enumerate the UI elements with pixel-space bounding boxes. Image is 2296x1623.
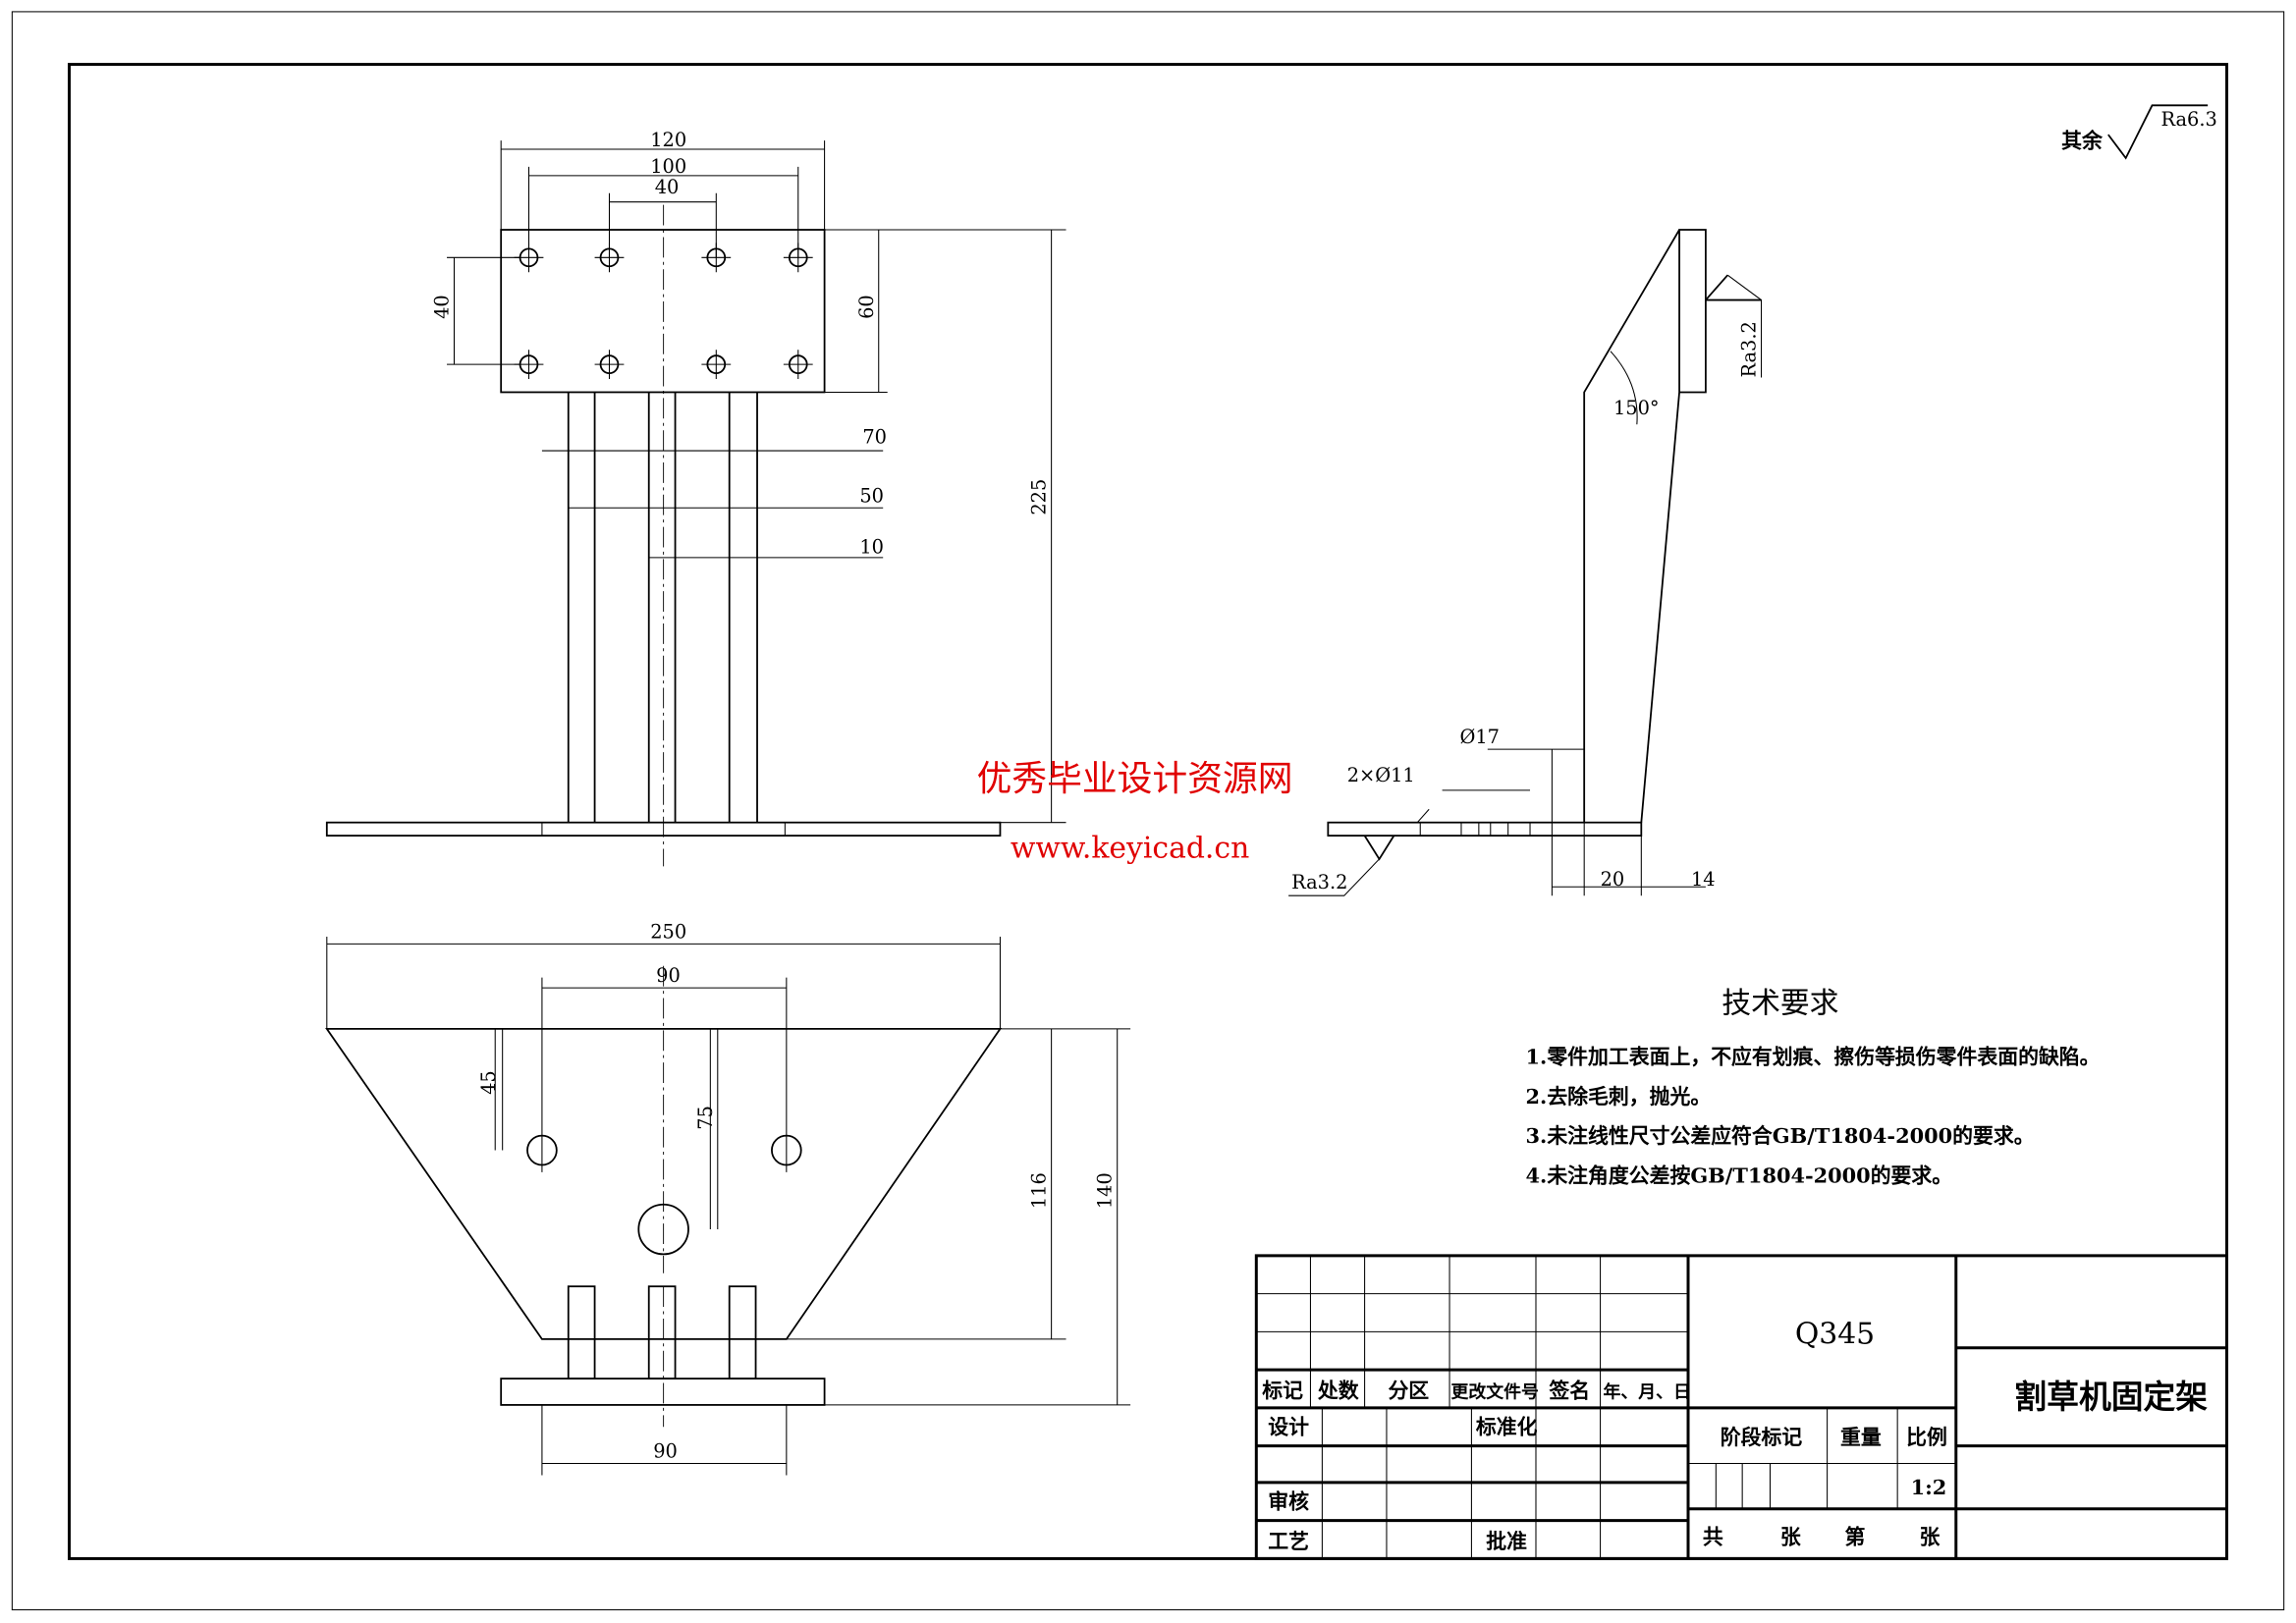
dim-250: 250 xyxy=(650,920,686,943)
material: Q345 xyxy=(1795,1317,1875,1351)
label-sheet-no: 第 xyxy=(1844,1525,1865,1549)
tech-item: 4.未注角度公差按GB/T1804-2000的要求。 xyxy=(1526,1163,1953,1187)
hole-diameter-17: Ø17 xyxy=(1459,726,1500,748)
label-weight: 重量 xyxy=(1840,1425,1882,1449)
header-change-doc: 更改文件号 xyxy=(1451,1380,1539,1402)
dim-50: 50 xyxy=(859,484,884,507)
dim-90-top: 90 xyxy=(656,964,681,987)
side-view: 150° Ra3.2 Ra3.2 Ø17 2×Ø11 20 14 xyxy=(1288,229,1763,896)
label-standardize: 标准化 xyxy=(1476,1415,1538,1439)
label-process: 工艺 xyxy=(1268,1529,1309,1553)
label-total: 共 xyxy=(1703,1525,1723,1549)
label-sheet: 张 xyxy=(1920,1525,1941,1549)
dim-120: 120 xyxy=(650,129,686,151)
dim-90-bottom: 90 xyxy=(653,1440,678,1463)
dim-75: 75 xyxy=(694,1106,717,1130)
dim-116: 116 xyxy=(1028,1172,1051,1209)
watermark-url[interactable]: www.keyicad.cn xyxy=(1011,831,1249,865)
scale-value: 1:2 xyxy=(1911,1475,1947,1499)
header-zone: 分区 xyxy=(1388,1378,1429,1402)
label-review: 审核 xyxy=(1268,1489,1309,1514)
top-view: 250 90 45 75 116 140 90 xyxy=(325,920,1131,1476)
dim-40-vertical: 40 xyxy=(431,295,454,319)
roughness-value: Ra6.3 xyxy=(2160,108,2216,131)
dim-70: 70 xyxy=(862,426,887,449)
dim-140: 140 xyxy=(1094,1172,1117,1209)
front-view: 120 100 40 40 60 225 70 50 10 xyxy=(325,129,1066,867)
roughness-base: Ra3.2 xyxy=(1291,871,1347,893)
part-name: 割草机固定架 xyxy=(2014,1378,2208,1416)
header-date: 年、月、日 xyxy=(1604,1380,1691,1402)
tech-item: 3.未注线性尺寸公差应符合GB/T1804-2000的要求。 xyxy=(1526,1123,2035,1148)
roughness-plate: Ra3.2 xyxy=(1738,321,1761,377)
title-block: 标记 处数 分区 更改文件号 签名 年、月、日 设计 标准化 审核 工艺 批准 … xyxy=(1254,1254,2229,1560)
dim-20: 20 xyxy=(1601,868,1625,891)
inner-frame xyxy=(67,63,2229,1560)
label-approve: 批准 xyxy=(1486,1529,1527,1553)
header-signature: 签名 xyxy=(1548,1378,1590,1402)
tech-title: 技术要求 xyxy=(1722,986,1838,1020)
dim-60: 60 xyxy=(855,295,878,319)
dim-225: 225 xyxy=(1028,479,1051,515)
header-mark: 标记 xyxy=(1262,1378,1303,1402)
label-scale: 比例 xyxy=(1906,1425,1947,1449)
surface-roughness-note: 其余 Ra6.3 xyxy=(2061,104,2217,160)
dim-10: 10 xyxy=(859,535,884,558)
outer-border xyxy=(11,11,2285,1611)
label-design: 设计 xyxy=(1268,1415,1309,1439)
dim-14: 14 xyxy=(1691,868,1716,891)
header-count: 处数 xyxy=(1317,1378,1359,1402)
tech-item: 2.去除毛刺，抛光。 xyxy=(1526,1084,1712,1109)
dim-100: 100 xyxy=(650,155,686,178)
label-sheets: 张 xyxy=(1780,1525,1801,1549)
tech-item: 1.零件加工表面上，不应有划痕、擦伤等损伤零件表面的缺陷。 xyxy=(1526,1045,2101,1069)
watermark-text: 优秀毕业设计资源网 xyxy=(977,759,1293,799)
angle-150: 150° xyxy=(1613,397,1660,419)
technical-requirements: 技术要求 1.零件加工表面上，不应有划痕、擦伤等损伤零件表面的缺陷。 2.去除毛… xyxy=(1526,986,2101,1187)
label-stage: 阶段标记 xyxy=(1721,1425,1803,1449)
dim-40: 40 xyxy=(655,176,680,198)
holes-diameter-11: 2×Ø11 xyxy=(1347,764,1415,786)
note-prefix: 其余 xyxy=(2061,129,2104,153)
dim-45: 45 xyxy=(477,1070,500,1095)
